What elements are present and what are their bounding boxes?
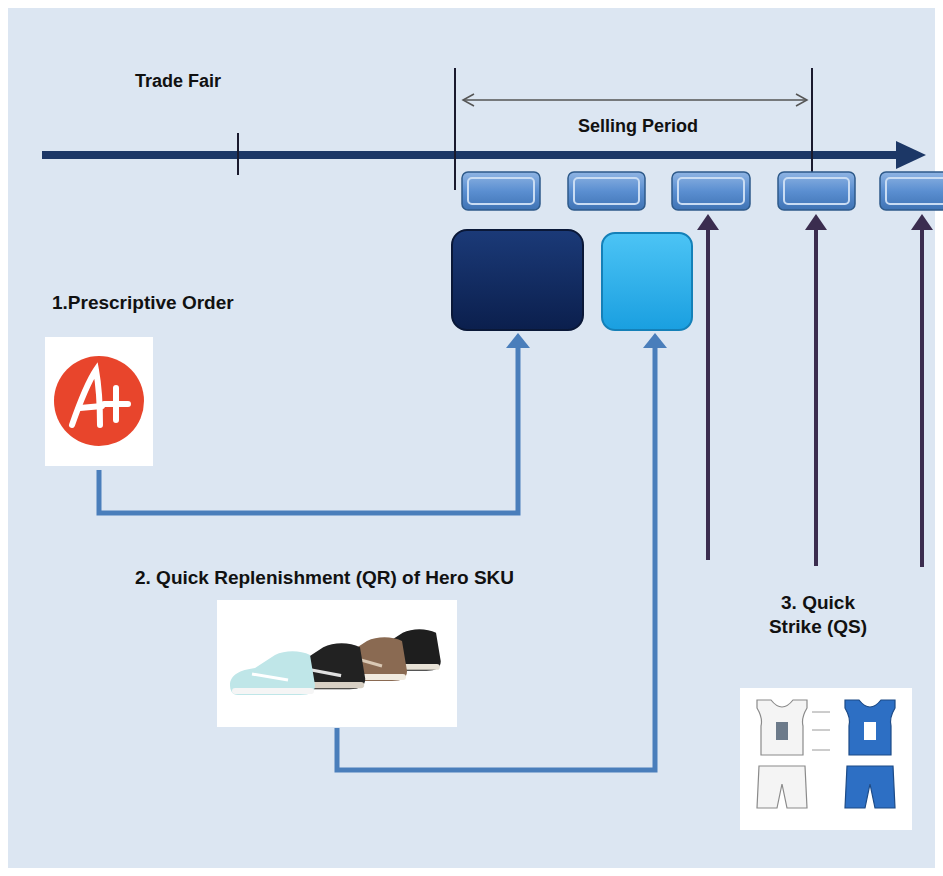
shoes-illustration [230, 629, 441, 695]
mechanism-heading: 2. Quick Replenishment (QR) of Hero SKU [135, 566, 514, 590]
order-arrow [99, 346, 518, 513]
period-block-highlights [468, 178, 943, 204]
background-panel [8, 8, 935, 868]
logo-stroke [80, 406, 102, 408]
period-block [568, 172, 645, 210]
prescriptive-order-block [452, 230, 583, 330]
timeline-label: Trade Fair [135, 70, 221, 93]
replenishment-arrowhead [643, 333, 667, 348]
replenishment-block [602, 233, 692, 330]
jerseys-illustration [757, 700, 895, 808]
tick-mark [454, 68, 456, 190]
quick-strike-arrowhead [805, 214, 827, 230]
period-blocks [462, 172, 943, 210]
sneaker [230, 651, 315, 695]
period-block [462, 172, 540, 210]
period-block [880, 172, 943, 210]
timeline-line [42, 151, 900, 159]
quick-strike-arrow [706, 228, 710, 560]
mechanism-heading: 1.Prescriptive Order [52, 291, 234, 315]
tick-mark [237, 133, 239, 175]
tick-mark [811, 68, 813, 172]
logo-plus [104, 388, 128, 420]
jerseys-picture-frame [740, 688, 912, 830]
white-jersey [757, 700, 807, 808]
sketch-details [812, 712, 830, 750]
period-arrow [464, 99, 806, 101]
quick-strike-arrowhead [697, 214, 719, 230]
period-block [778, 172, 855, 210]
period-label: Selling Period [578, 115, 698, 138]
order-arrowhead [506, 333, 530, 348]
period-arrowhead [463, 94, 474, 106]
logo-frame [45, 337, 153, 466]
logo-circle [54, 356, 144, 446]
quick-strike-arrowhead [911, 214, 933, 230]
logo-stroke [72, 370, 100, 425]
quick-strike-arrow [814, 228, 818, 566]
mechanism-heading: 3. Quick Strike (QS) [753, 591, 883, 639]
block-highlight [574, 178, 639, 204]
blue-jersey [845, 700, 895, 808]
timeline-arrowhead [896, 141, 926, 169]
block-highlight [678, 178, 744, 204]
block-highlight [886, 178, 943, 204]
block-highlight [784, 178, 849, 204]
quick-strike-arrow [920, 228, 924, 567]
period-arrowhead [796, 94, 807, 106]
shoes-picture-frame [217, 600, 457, 727]
block-highlight [468, 178, 534, 204]
logo-mark [72, 370, 128, 425]
period-block [672, 172, 750, 210]
